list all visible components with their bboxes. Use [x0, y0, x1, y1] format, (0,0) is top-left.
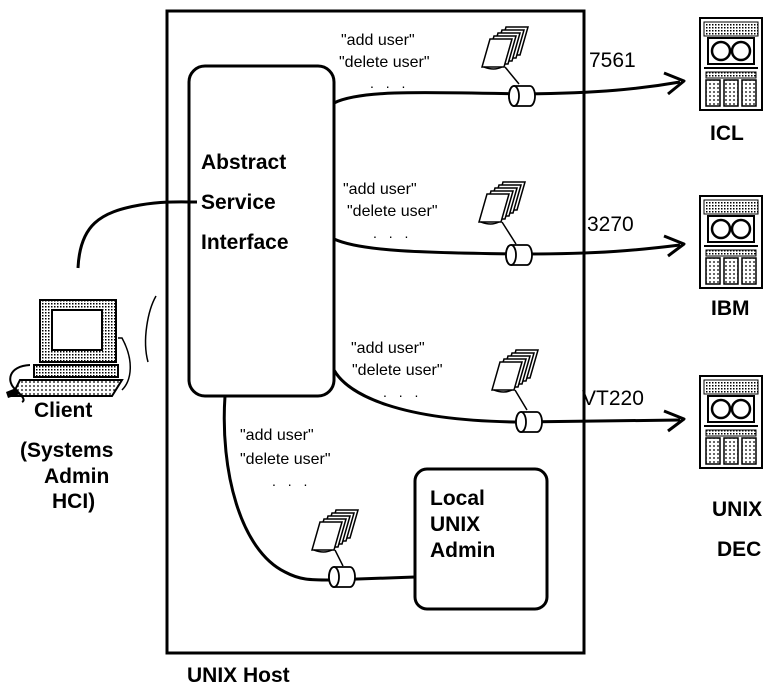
target-name-unix: UNIX — [712, 498, 763, 521]
client-link — [76, 200, 198, 269]
local-admin-line3: Admin — [430, 539, 496, 562]
command-more: . . . — [370, 75, 410, 91]
protocol-label-icl: 7561 — [589, 49, 636, 72]
document-stack-icon — [478, 181, 526, 225]
unix-host-label: UNIX Host — [187, 664, 290, 687]
command-delete-user: "delete user" — [339, 54, 430, 71]
client-label-line1: Client — [34, 399, 93, 422]
command-delete-user: "delete user" — [352, 362, 443, 379]
command-add-user: "add user" — [343, 181, 417, 198]
target-name-dec: DEC — [717, 538, 762, 561]
unix-host-box — [165, 9, 586, 655]
protocol-label-ibm: 3270 — [587, 213, 634, 236]
client-label-line4: HCI) — [52, 490, 96, 513]
service-interface-box — [187, 64, 336, 398]
workstation-icon — [6, 295, 157, 403]
arrow-ibm — [663, 234, 686, 258]
mainframe-dec-icon — [698, 374, 764, 470]
command-delete-user: "delete user" — [240, 451, 331, 468]
protocol-label-dec: VT220 — [582, 387, 644, 410]
interface-label-line3: Interface — [201, 231, 289, 254]
local-admin-box — [413, 467, 549, 611]
client-label-line2: (Systems — [20, 439, 114, 462]
target-name-ibm: IBM — [711, 297, 750, 320]
document-stack-icon — [481, 26, 529, 70]
command-more: . . . — [383, 384, 423, 400]
document-stack-icon — [491, 349, 539, 393]
mainframe-ibm-icon — [698, 194, 764, 290]
arrow-icl — [663, 71, 686, 96]
command-add-user: "add user" — [240, 427, 314, 444]
command-add-user: "add user" — [341, 32, 415, 49]
command-more: . . . — [373, 225, 413, 241]
client-label-line3: Admin — [44, 465, 110, 488]
connector-icon — [505, 244, 533, 266]
mainframe-icl-icon — [698, 16, 764, 112]
command-delete-user: "delete user" — [347, 203, 438, 220]
command-add-user: "add user" — [351, 340, 425, 357]
connector-icon — [328, 566, 356, 588]
interface-label-line1: Abstract — [201, 151, 287, 174]
connector-icon — [508, 85, 536, 107]
link-local-admin — [222, 395, 416, 582]
local-admin-line2: UNIX — [430, 513, 481, 536]
arrow-dec — [663, 409, 686, 433]
connector-icon — [515, 411, 543, 433]
command-more: . . . — [272, 473, 312, 489]
local-admin-line1: Local — [430, 487, 485, 510]
document-stack-icon — [311, 509, 359, 553]
interface-label-line2: Service — [201, 191, 276, 214]
target-name-icl: ICL — [710, 122, 744, 145]
